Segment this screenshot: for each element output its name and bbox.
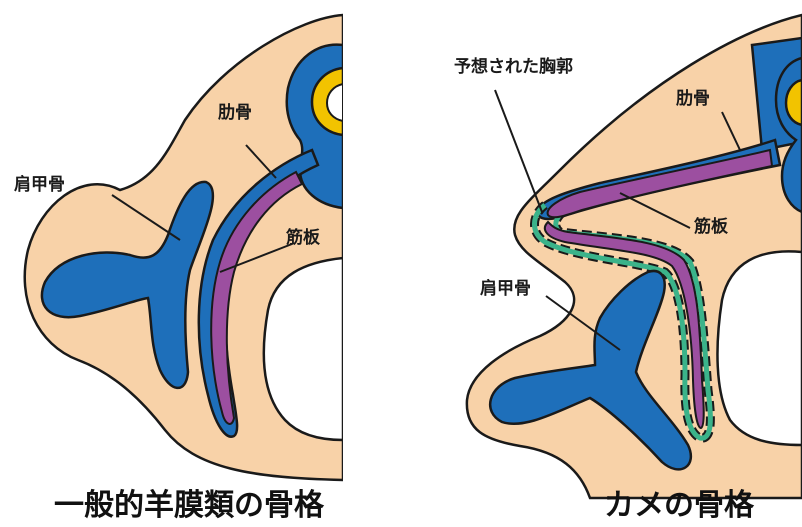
left-label-aponeurosis: 筋板: [285, 227, 321, 248]
right-label-rib: 肋骨: [676, 88, 710, 109]
right-caption: カメの骨格: [604, 488, 755, 523]
left-label-scapula: 肩甲骨: [14, 174, 65, 195]
left-caption: 一般的羊膜類の骨格: [54, 488, 325, 523]
right-panel: [467, 15, 802, 498]
left-label-rib: 肋骨: [218, 102, 252, 123]
right-label-presumed-ribcage: 予想された胸郭: [454, 56, 573, 77]
right-label-scapula: 肩甲骨: [480, 278, 531, 299]
right-body-cavity: [717, 251, 802, 445]
right-label-aponeurosis: 筋板: [693, 216, 729, 237]
